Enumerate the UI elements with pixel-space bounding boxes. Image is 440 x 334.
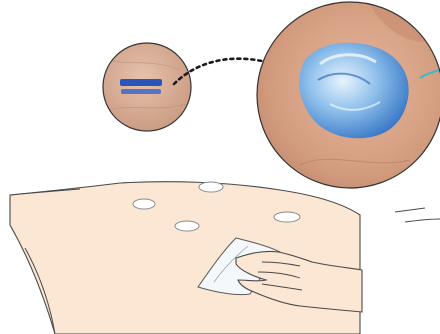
electrode-spot-2 — [133, 199, 155, 209]
electrode-spot-3 — [274, 212, 300, 222]
large-inset — [257, 2, 440, 188]
electrode-spot-4 — [175, 221, 199, 231]
marker-line — [120, 79, 162, 86]
skin-surface — [10, 182, 360, 334]
electrode-spot-1 — [199, 182, 223, 192]
lower-panel — [10, 182, 440, 334]
small-inset — [103, 43, 191, 131]
skin-outline-right — [395, 208, 440, 222]
